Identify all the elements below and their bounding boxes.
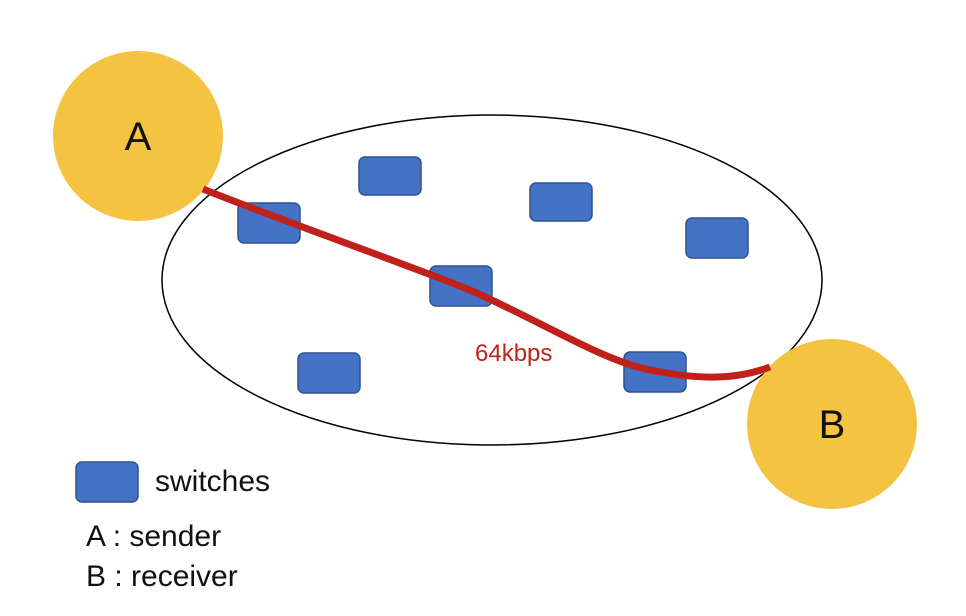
sender-node-label: A	[125, 115, 152, 159]
network-ellipse	[161, 114, 823, 446]
switch	[297, 352, 361, 394]
sender-node	[53, 51, 223, 221]
bandwidth-label: 64kbps	[475, 340, 552, 367]
switch	[685, 217, 749, 259]
legend-sender-line: A : sender	[86, 520, 221, 553]
switch	[358, 156, 422, 196]
legend-switch-swatch	[75, 461, 139, 503]
receiver-node-label: B	[819, 403, 846, 447]
legend-switch-label: switches	[155, 465, 270, 498]
switch	[529, 182, 593, 222]
connection-path	[201, 185, 772, 381]
legend-receiver-line: B : receiver	[86, 560, 238, 593]
receiver-node	[747, 339, 917, 509]
